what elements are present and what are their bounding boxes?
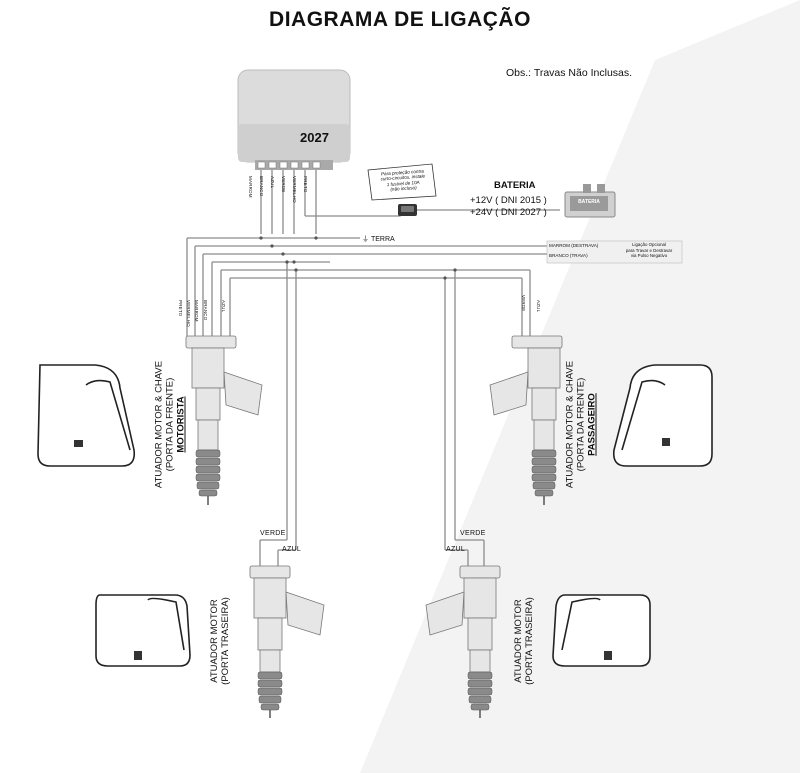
rear-left-verde: VERDE bbox=[260, 530, 286, 537]
optional-desc-line: para Travar e Destravar bbox=[625, 247, 673, 253]
rear-left-azul: AZUL bbox=[282, 546, 302, 553]
passenger-wire-label: VERDE bbox=[521, 295, 526, 312]
optional-desc-line: via Pulso Negativo bbox=[630, 253, 668, 259]
module-wire-label: VERDE bbox=[281, 176, 286, 193]
diagram-title: DIAGRAMA DE LIGAÇÃO bbox=[269, 8, 531, 31]
actuator-rear-left bbox=[249, 565, 325, 718]
module-wire-label: MARROM bbox=[248, 176, 253, 198]
driver-wire-label: VERMELHO bbox=[186, 300, 191, 327]
actuator-rear-right-label: ATUADOR MOTOR (PORTA TRASEIRA) bbox=[513, 581, 535, 701]
actuator-label-line: ATUADOR MOTOR & CHAVE bbox=[564, 360, 576, 489]
actuator-label-line: MOTORISTA bbox=[175, 396, 187, 453]
driver-wire-label: MARROM bbox=[194, 300, 199, 322]
door-rear-left bbox=[95, 594, 191, 667]
module-box bbox=[237, 69, 351, 170]
passenger-wire-label: AZUL bbox=[536, 300, 541, 313]
ground-label-text: TERRA bbox=[370, 236, 395, 243]
actuator-label-line: ATUADOR MOTOR & CHAVE bbox=[153, 360, 165, 489]
optional-wire-brown: MARROM (DESTRAVA) bbox=[549, 243, 599, 248]
module-wire-label: VERMELHO bbox=[292, 176, 297, 203]
actuator-front-left bbox=[185, 335, 263, 505]
driver-wire-label: BRANCO bbox=[203, 300, 208, 321]
door-rear-right bbox=[552, 594, 651, 667]
module-wire-label: PRETO bbox=[303, 176, 308, 193]
actuator-label-line: (PORTA DA FRENTE) bbox=[575, 377, 587, 472]
battery-label: BATERIA bbox=[494, 180, 536, 191]
door-front-right bbox=[612, 364, 713, 467]
actuator-rear-left-label: ATUADOR MOTOR (PORTA TRASEIRA) bbox=[209, 581, 231, 701]
battery-icon-text: BATERIA bbox=[578, 199, 600, 205]
actuator-front-right-label: ATUADOR MOTOR & CHAVE (PORTA DA FRENTE) … bbox=[565, 350, 598, 500]
battery-24v: +24V ( DNI 2027 ) bbox=[470, 207, 547, 218]
driver-wire-label: PRETO bbox=[178, 300, 183, 317]
module-wire-label: BRANCO bbox=[259, 176, 264, 197]
module-model: 2027 bbox=[300, 130, 329, 145]
battery-icon bbox=[564, 184, 616, 218]
driver-wire-label: AZUL bbox=[221, 300, 226, 313]
battery-12v: +12V ( DNI 2015 ) bbox=[470, 195, 547, 206]
actuator-label-line: PASSAGEIRO bbox=[586, 393, 598, 456]
actuator-label-line: (PORTA TRASEIRA) bbox=[524, 597, 535, 685]
actuator-label-line: (PORTA DA FRENTE) bbox=[164, 377, 176, 472]
actuator-front-left-label: ATUADOR MOTOR & CHAVE (PORTA DA FRENTE) … bbox=[154, 350, 187, 500]
ground-label: ⏚ TERRA bbox=[362, 236, 395, 243]
optional-desc-line: Ligação Opcional bbox=[632, 242, 666, 247]
actuator-label-line: (PORTA TRASEIRA) bbox=[220, 597, 231, 685]
actuator-rear-right bbox=[425, 565, 501, 718]
actuator-label-line: ATUADOR MOTOR bbox=[209, 599, 220, 683]
actuator-label-line: ATUADOR MOTOR bbox=[513, 599, 524, 683]
rear-right-verde: VERDE bbox=[460, 530, 486, 537]
door-front-left bbox=[37, 364, 136, 467]
optional-desc: Ligação Opcional para Travar e Destravar… bbox=[616, 242, 682, 259]
actuator-front-right bbox=[489, 335, 563, 505]
fuse-note: Para proteção contra curto-circuitos, in… bbox=[371, 168, 434, 194]
module-wire-label: AZUL bbox=[270, 176, 275, 189]
note-text: Obs.: Travas Não Inclusas. bbox=[506, 67, 633, 79]
optional-wire-white: BRANCO (TRAVA) bbox=[549, 253, 588, 258]
fuse bbox=[398, 204, 417, 216]
rear-right-azul: AZUL bbox=[446, 546, 466, 553]
